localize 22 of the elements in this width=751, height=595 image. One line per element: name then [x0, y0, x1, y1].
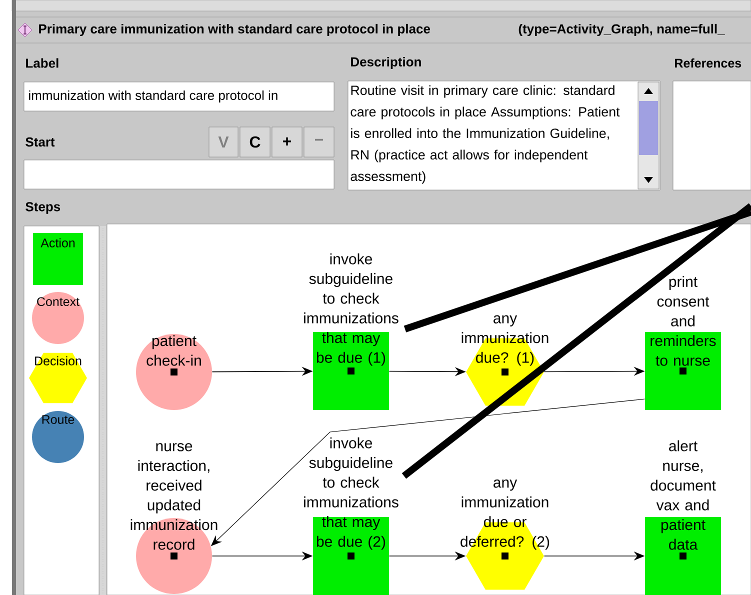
- section-label: Steps: [26, 202, 60, 214]
- field-label: References: [675, 58, 742, 68]
- field-label: Label: [26, 58, 58, 68]
- window-subtitle: (type=Activity_Graph, name=full_: [518, 24, 725, 36]
- action-box: Action: [33, 233, 83, 285]
- action-box: invoke subguideline to check immunizations that may be due (2): [304, 437, 398, 595]
- button: C: [240, 126, 270, 158]
- button: V: [208, 126, 238, 158]
- annotation-stroke: [402, 203, 751, 479]
- action-box: invoke subguideline to check immunizations that may be due (1): [304, 253, 398, 410]
- action-box: print consent and reminders to nurse: [645, 276, 721, 410]
- node-label: any: [494, 315, 518, 326]
- text-area: Routine visit in primary care clinic: standard care protocols in place Assumptions: Patient is enrolled into the Immunization Guideline, RN (practice act allows for independent assessment): [348, 80, 660, 190]
- decision-hexagon: any immunization due? (1): [462, 315, 548, 406]
- annotation-stroke: [404, 208, 751, 332]
- button: −: [304, 126, 334, 158]
- field-label: Description: [351, 56, 421, 70]
- field-label: Start: [26, 137, 55, 147]
- action-box: alert nurse, document vax and patient data: [645, 440, 721, 595]
- button: +: [272, 126, 302, 158]
- window-title: Primary care immunization with standard care protocol in place: [39, 24, 430, 36]
- text-field: immunization with standard care protocol in: [24, 82, 334, 112]
